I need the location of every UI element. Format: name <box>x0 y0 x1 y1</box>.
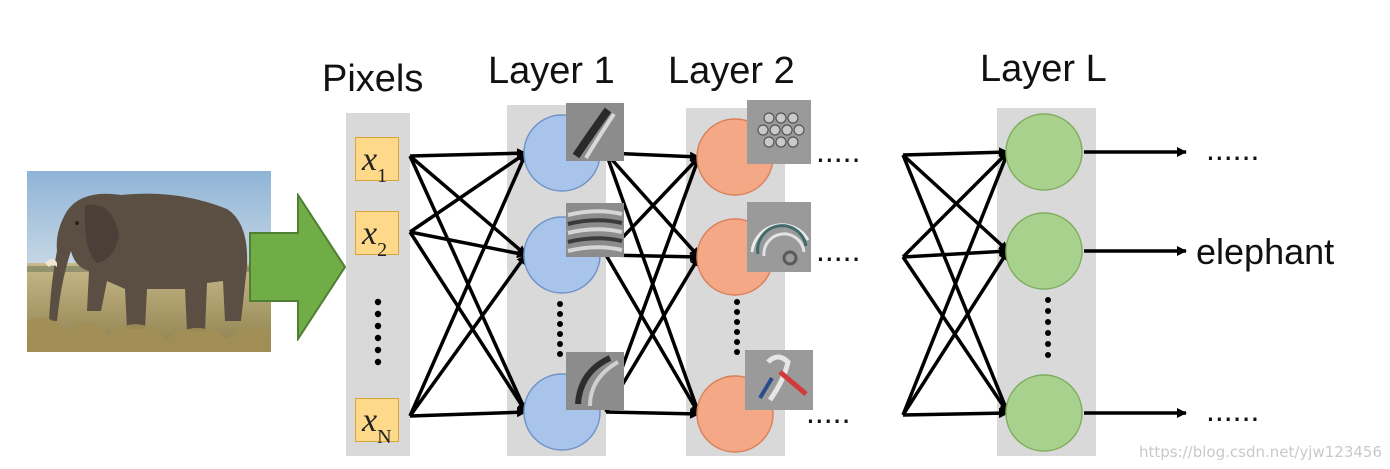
input-x2: x2 <box>355 211 399 261</box>
edge-in1-l1n2 <box>408 231 528 413</box>
output-elephant-label: elephant <box>1196 231 1335 272</box>
edge-f1-lLn1 <box>902 246 1009 259</box>
layer-2-vertical-ellipsis-dot-1 <box>734 309 740 315</box>
header-pixels: Pixels <box>322 58 424 100</box>
input-x1: x1 <box>355 137 399 187</box>
header-layer-2: Layer 2 <box>668 50 795 92</box>
layer-2-vertical-ellipsis-dot-0 <box>734 299 740 305</box>
edge-f2-lLn1 <box>901 250 1010 416</box>
layer-1-filter-thumbnails <box>566 103 624 410</box>
pixels-vertical-ellipsis-dot-2 <box>374 322 382 330</box>
edge-in0-l1n1 <box>408 154 528 257</box>
layer-l-node-3 <box>1005 374 1083 452</box>
layer-l-vertical-ellipsis-dot-5 <box>1045 352 1051 358</box>
edge-l1n2-l2n2 <box>605 408 700 419</box>
ellipsis-row-1: ..... <box>816 133 861 169</box>
layer-l-vertical-ellipsis-dot-3 <box>1045 330 1051 336</box>
edge-f1-lLn0 <box>901 150 1010 259</box>
layer-2-vertical-ellipsis-dot-4 <box>734 339 740 345</box>
layer-1-vertical-ellipsis-dot-3 <box>557 331 563 337</box>
edge-f2-lLn0 <box>901 151 1010 416</box>
layer-1-vertical-ellipsis-dot-4 <box>557 341 563 347</box>
layer-l-vertical-ellipsis-dot-0 <box>1045 297 1051 303</box>
layer-1-vertical-ellipsis-dot-0 <box>557 301 563 307</box>
layer-l-vertical-ellipsis-dot-1 <box>1045 308 1051 314</box>
layer-2-vertical-ellipsis-dot-2 <box>734 319 740 325</box>
layer-1-vertical-ellipsis-dot-5 <box>557 351 563 357</box>
pixels-vertical-ellipsis-dot-3 <box>374 334 382 342</box>
watermark: https://blog.csdn.net/yjw123456 <box>1138 443 1382 461</box>
edge-f0-lLn0 <box>902 147 1009 158</box>
pixels-vertical-ellipsis-dot-4 <box>374 346 382 354</box>
layer-l-vertical-ellipsis-dot-2 <box>1045 319 1051 325</box>
edge-in2-l1n2 <box>409 407 527 418</box>
ellipsis-row-3: ..... <box>806 394 851 430</box>
output-bottom: ...... <box>1206 392 1260 428</box>
pixels-vertical-ellipsis-dot-5 <box>374 358 382 366</box>
edge-in0-l1n0 <box>409 148 527 159</box>
layer-1-vertical-ellipsis-dot-1 <box>557 311 563 317</box>
output-top: ...... <box>1206 131 1260 167</box>
layer-l-node-2 <box>1005 212 1083 290</box>
layer-2-vertical-ellipsis-dot-3 <box>734 329 740 335</box>
edge-in2-l1n1 <box>408 253 528 418</box>
pixels-vertical-ellipsis-dot-1 <box>374 310 382 318</box>
pixels-vertical-ellipsis-dot-0 <box>374 298 382 306</box>
layer-2-filter-thumbnails <box>745 100 813 410</box>
green-right-arrow-icon <box>249 193 347 341</box>
elephant-photo <box>27 171 271 352</box>
ellipsis-row-2: ..... <box>816 232 861 268</box>
layer-l-vertical-ellipsis-dot-4 <box>1045 341 1051 347</box>
header-layer-l: Layer L <box>980 48 1107 90</box>
edge-in2-l1n0 <box>408 152 528 417</box>
edge-f2-lLn2 <box>902 408 1009 419</box>
layer-1-vertical-ellipsis-dot-2 <box>557 321 563 327</box>
input-xn: xN <box>355 398 399 448</box>
layer-2-vertical-ellipsis-dot-5 <box>734 349 740 355</box>
layer-l-node-1 <box>1005 113 1083 191</box>
edge-in1-l1n0 <box>409 151 527 234</box>
edge-in1-l1n1 <box>409 230 527 259</box>
header-layer-1: Layer 1 <box>488 50 615 92</box>
